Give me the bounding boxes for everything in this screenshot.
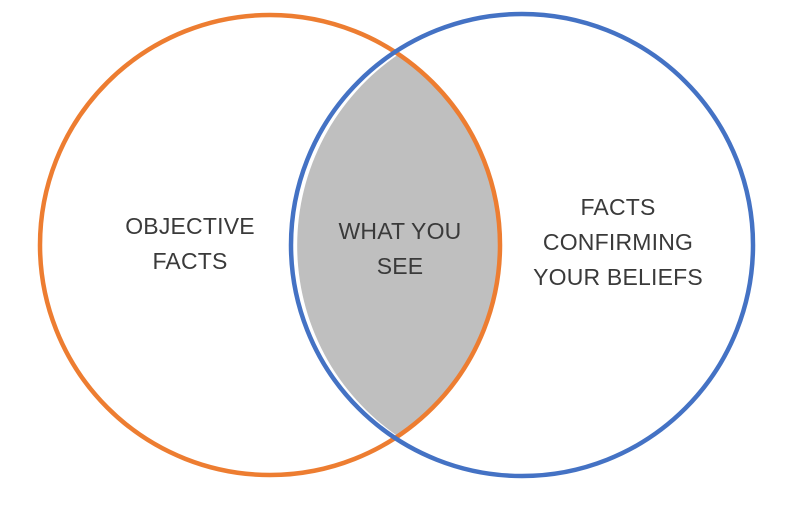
confirming-facts-label-line: FACTS (580, 194, 656, 220)
what-you-see-label-line: WHAT YOU (338, 218, 462, 244)
objective-facts-circle (37, 12, 503, 478)
confirming-facts-circle (288, 11, 756, 479)
objective-facts-label-line: OBJECTIVE (125, 213, 255, 239)
confirming-facts-label: FACTS CONFIRMING YOUR BELIEFS (523, 190, 713, 295)
confirming-facts-label-line: YOUR BELIEFS (533, 264, 703, 290)
intersection-area (297, 54, 501, 437)
what-you-see-label: WHAT YOU SEE (320, 214, 480, 284)
what-you-see-label-line: SEE (376, 253, 424, 279)
confirming-facts-label-line: CONFIRMING (542, 229, 694, 255)
objective-facts-label-line: FACTS (152, 248, 228, 274)
objective-facts-label: OBJECTIVE FACTS (110, 209, 270, 279)
